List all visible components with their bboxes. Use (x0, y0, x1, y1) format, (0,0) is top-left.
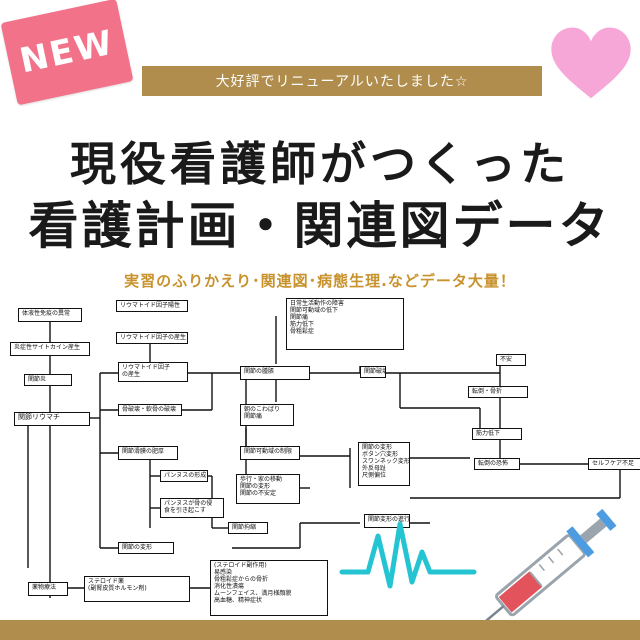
diagram-node: 関節の腫脹 (240, 366, 310, 380)
diagram-node: リウマトイド因子の産生 (116, 332, 188, 344)
diagram-node: 体液性免疫の異常 (18, 308, 82, 322)
diagram-node: パンヌスの形成 (160, 470, 208, 482)
syringe-icon (478, 508, 617, 628)
diagram-node: セルフケア不足 (588, 458, 640, 470)
heart-icon (551, 27, 631, 99)
diagram-node: リウマトイド因子陽性 (116, 300, 188, 312)
diagram-node: 朝のこわばり関節痛 (240, 404, 294, 426)
new-badge: NEW (0, 0, 134, 106)
main-title-line-2: 看護計画・関連図データ (28, 197, 612, 255)
diagram-node: リウマトイド因子の産生 (118, 362, 188, 382)
diagram-node: 転倒の恐怖 (474, 458, 520, 470)
diagram-node: パンヌスが骨の侵食を引き起こす (160, 498, 224, 518)
new-badge-text: NEW (16, 22, 118, 82)
diagram-node: 関節リウマチ (14, 412, 90, 426)
diagram-node: 日常生活動作の障害関節可動域の低下関節痛筋力低下骨粗鬆症 (286, 298, 404, 350)
correlation-diagram: 体液性免疫の異常 炎症性サイトカイン産生 関節炎 関節リウマチ リウマトイド因子… (0, 298, 640, 620)
diagram-node: (ステロイド副作用)易感染骨粗鬆症からの骨折消化性潰瘍ムーンフェイス、満月様顔貌… (210, 560, 328, 616)
diagram-node: 関節の変形ボタン穴変形スワンネック変形外反母趾尺側偏位 (358, 442, 410, 486)
diagram-node: 関節の変形 (118, 542, 174, 554)
diagram-node: 薬物療法 (28, 582, 68, 596)
diagram-node: 関節破壊 (360, 366, 386, 378)
bottom-bar (0, 620, 640, 640)
main-title-line-1: 現役看護師がつくった (70, 137, 570, 191)
diagram-connectors (27, 316, 621, 598)
diagram-node: 炎症性サイトカイン産生 (10, 342, 90, 356)
renewal-banner: 大好評でリニューアルいたしました☆ (142, 66, 542, 96)
diagram-node: 関節滑膜の肥厚 (118, 446, 178, 460)
diagram-node: 転倒・骨折 (468, 386, 528, 398)
diagram-node: 骨破壊・軟骨の破壊 (118, 404, 182, 416)
diagram-node: 歩行・家の移動関節の変形関節の不安定 (236, 474, 300, 504)
diagram-node: 関節可動域の制限 (240, 446, 300, 460)
diagram-node: 不安 (496, 354, 526, 366)
diagram-node: 関節炎 (24, 374, 72, 386)
diagram-node: ステロイド薬(副腎皮質ホルモン剤) (84, 576, 190, 602)
pulse-line-icon (339, 521, 477, 589)
diagram-node: 関節拘縮 (228, 522, 268, 534)
subtitle: 実習のふりかえり･関連図･病態生理.などデータ大量！ (124, 272, 516, 290)
diagram-node: 筋力低下 (472, 428, 522, 440)
